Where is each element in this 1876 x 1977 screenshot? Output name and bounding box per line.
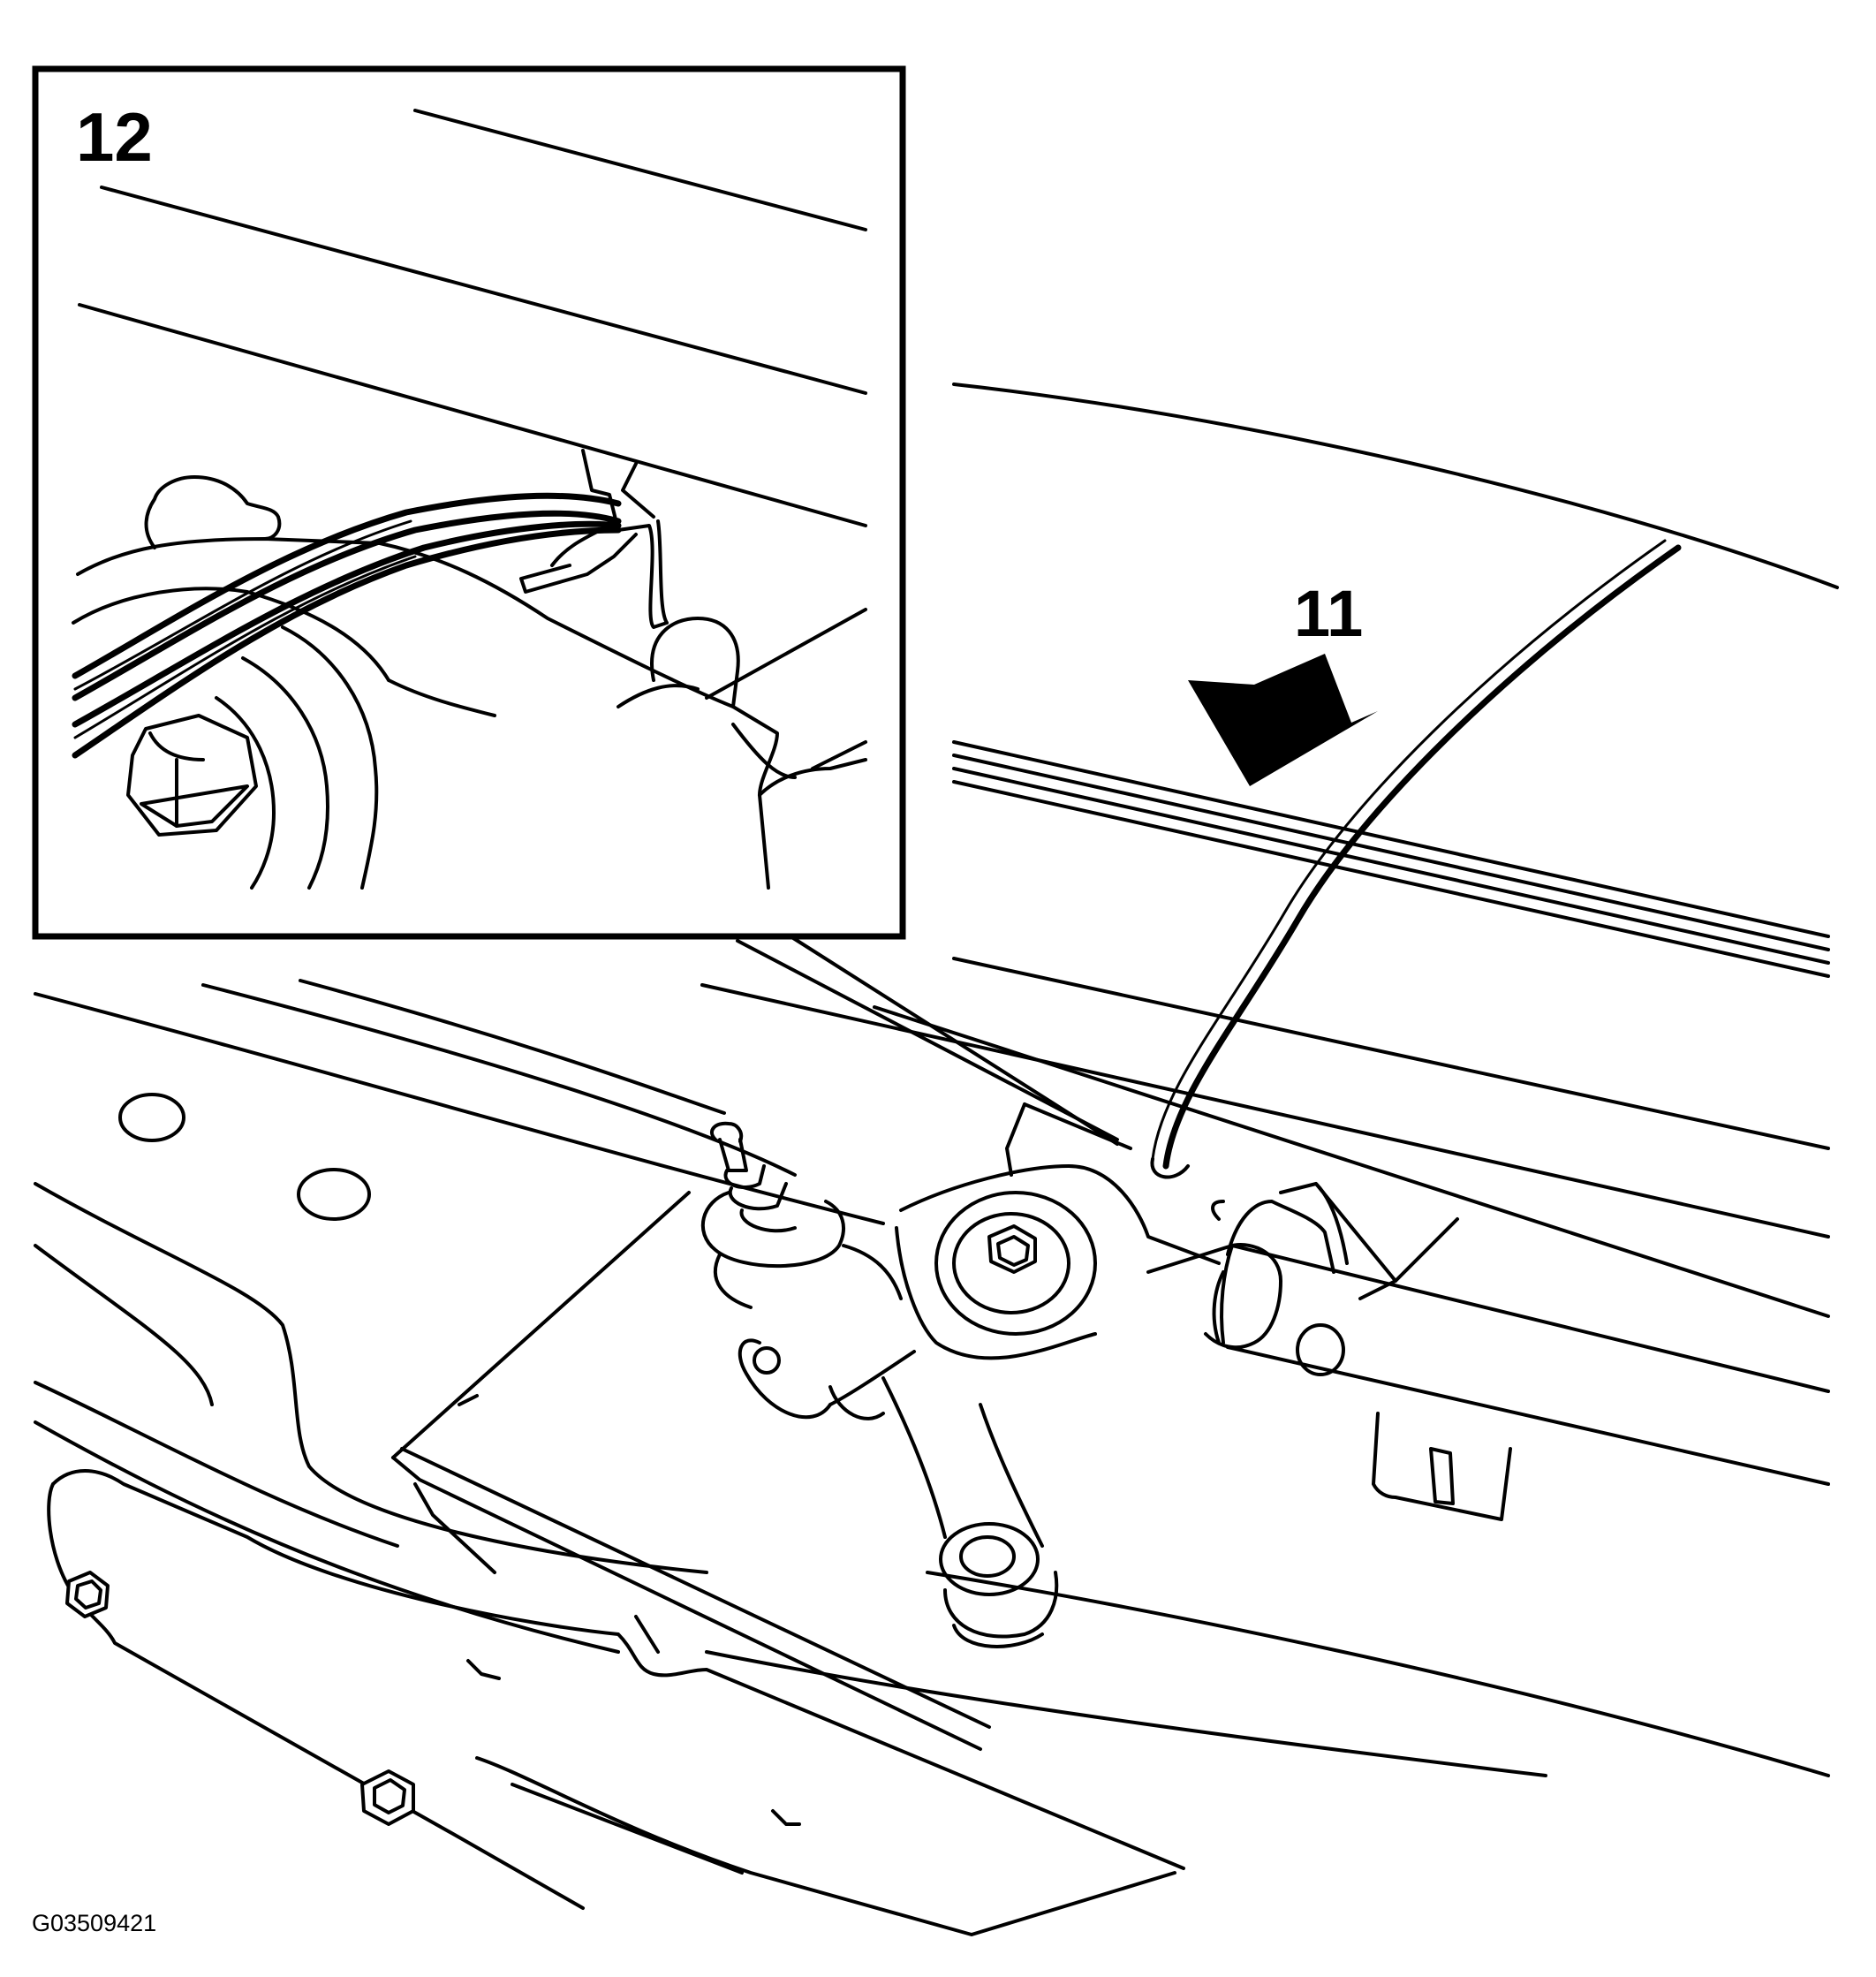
arrow-11: 11 [1188, 577, 1378, 786]
cowl-lines [700, 383, 1839, 1318]
linkage-clip [1005, 1102, 1132, 1177]
crank-arm [828, 1164, 1221, 1420]
wire-clip [519, 449, 669, 629]
inset-pointer [736, 935, 1119, 1146]
linkage-rod [1146, 1243, 1830, 1486]
motor-housing [391, 1191, 991, 1751]
body-rails [34, 979, 1830, 1777]
arrow-down-icon [1188, 654, 1378, 786]
inset-bolt [126, 714, 258, 837]
inset-body-lines [78, 109, 867, 770]
main-drawing: 11 [34, 383, 1839, 1936]
pivot-bracket [1211, 1182, 1512, 1521]
mounting-foot [738, 1338, 1059, 1648]
wiring-harness [1150, 539, 1682, 1179]
mounting-holes [118, 1093, 371, 1221]
callout-12-label: 12 [76, 98, 153, 176]
bolt-lower [360, 1769, 415, 1826]
inset-detail-12: 12 [32, 65, 906, 940]
figure-code: G03509421 [32, 1910, 156, 1936]
inset-wire-bundle [72, 492, 622, 759]
callout-11-label: 11 [1294, 577, 1363, 650]
bolt-left [65, 1571, 110, 1618]
lower-panel [47, 1469, 1185, 1936]
wiper-spindle [700, 1121, 903, 1309]
